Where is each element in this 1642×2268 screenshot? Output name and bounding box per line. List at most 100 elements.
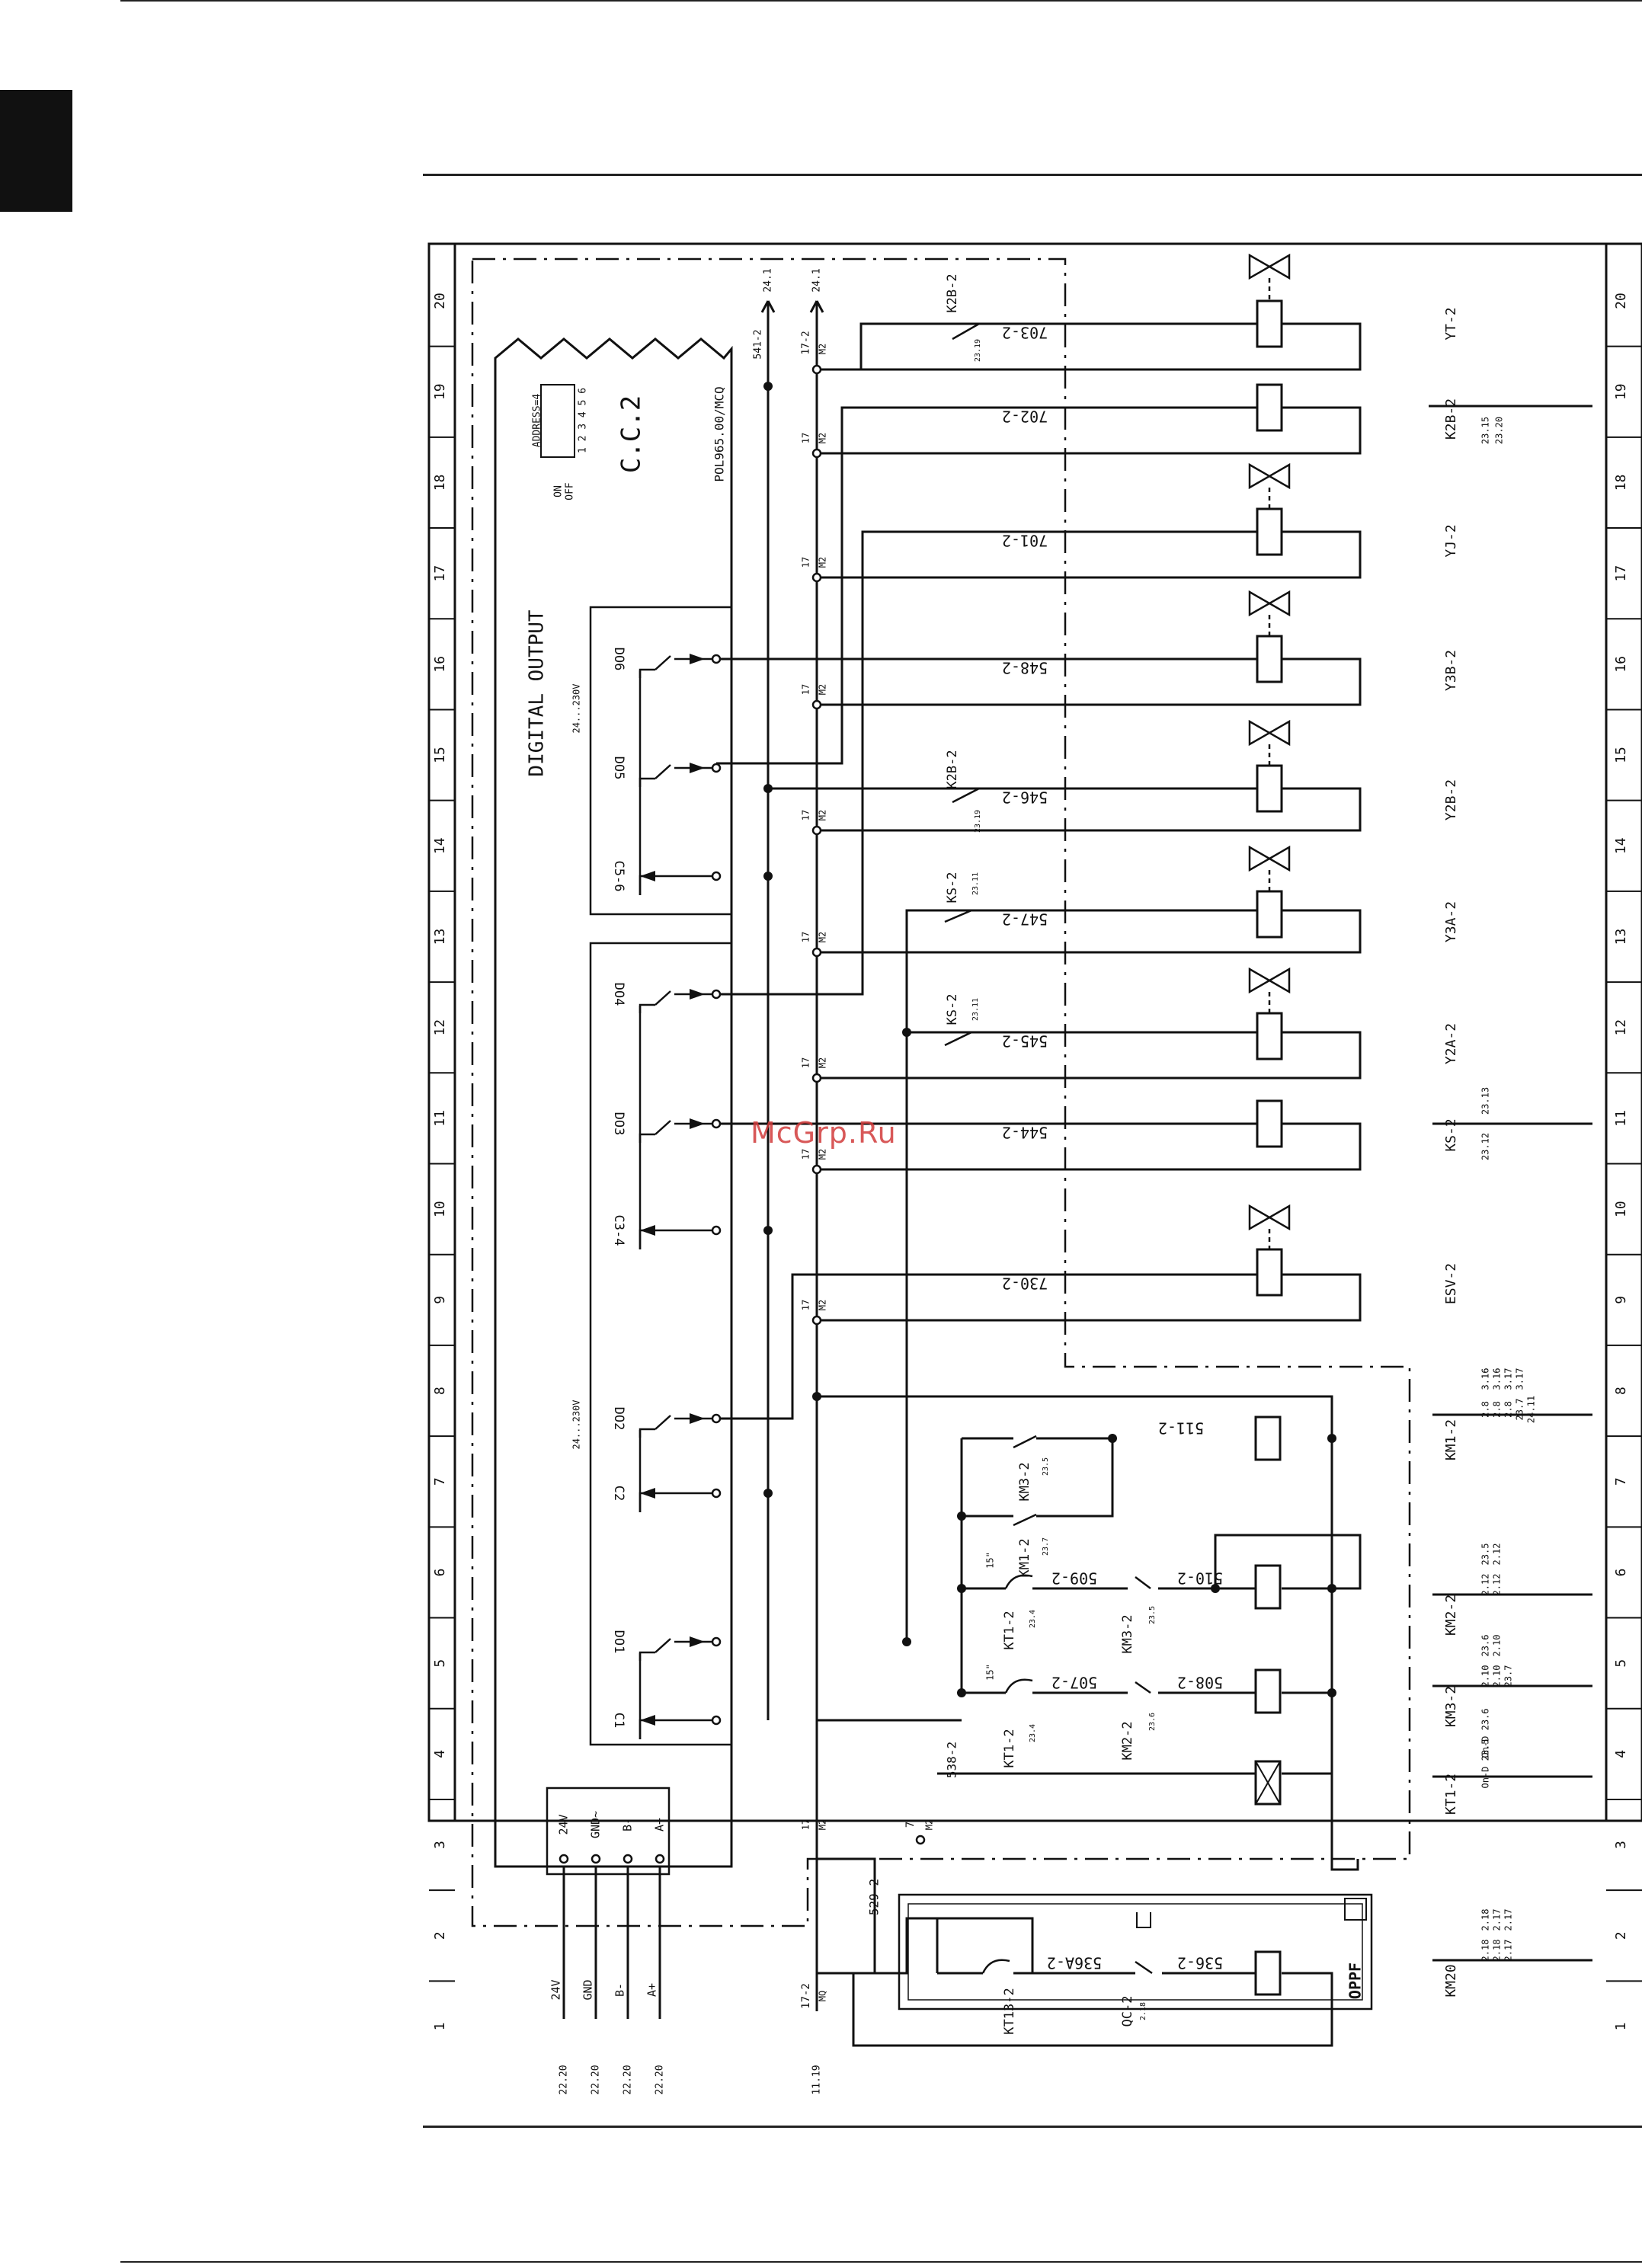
xref-value: 3.16 <box>1480 1368 1491 1390</box>
wire-label: 17-2 <box>800 1983 812 2009</box>
column-number-right: 10 <box>1613 1201 1629 1217</box>
controller-title: C.C.2 <box>616 395 647 473</box>
coil-name: YJ-2 <box>1443 524 1459 557</box>
terminal <box>711 763 722 773</box>
column-number-left: 11 <box>432 1110 448 1127</box>
column-number-left: 6 <box>432 1569 448 1577</box>
column-number-left: 9 <box>432 1296 448 1304</box>
wire-label: 508-2 <box>1177 1674 1223 1692</box>
column-number-right: 9 <box>1613 1296 1629 1304</box>
arrow-icon <box>690 1118 705 1129</box>
node-m2: M2 <box>818 932 828 942</box>
terminal <box>711 1413 722 1424</box>
wire-label: 702-2 <box>1002 408 1048 426</box>
column-number-right: 8 <box>1613 1387 1629 1395</box>
voltage-label: 24...230V <box>571 683 582 733</box>
terminal <box>655 1854 665 1864</box>
coil-ref: 23.15 <box>1480 417 1491 444</box>
wire-label: 511-2 <box>1158 1419 1204 1438</box>
contact-ref: 23.11 <box>971 998 980 1021</box>
frame-outer <box>427 242 1642 1822</box>
xref-value: 2.17 <box>1503 1909 1514 1931</box>
xref-name: KT1-2 <box>1443 1774 1459 1815</box>
coil-name: K2B-2 <box>1443 398 1459 440</box>
column-number-right: 4 <box>1613 1750 1629 1758</box>
terminal <box>559 1854 569 1864</box>
node-17: 17 <box>801 932 811 942</box>
wire-label: 541-2 <box>753 329 764 359</box>
node-m2: M2 <box>818 684 828 695</box>
column-number-right: 18 <box>1613 475 1629 491</box>
input-label: A+ <box>645 1983 659 1997</box>
xref-name: KM1-2 <box>1443 1419 1459 1460</box>
column-number-right: 20 <box>1613 293 1629 309</box>
column-number-left: 15 <box>432 747 448 763</box>
contact-ref: 23.11 <box>971 872 980 895</box>
wire-label: MQ <box>818 1991 828 2001</box>
node-17: 17 <box>801 1057 811 1068</box>
top-ref: 24.1 <box>811 268 823 292</box>
xref-value: 2.17 <box>1492 1909 1503 1931</box>
column-number-left: 16 <box>432 656 448 673</box>
arrow-icon <box>690 763 705 773</box>
contact-ref: 2.18 <box>1139 2002 1147 2020</box>
xref-value: 2.18 <box>1492 1940 1503 1962</box>
bottom-rule <box>120 2261 1642 2263</box>
top-ref: 24.1 <box>763 268 774 292</box>
column-number-left: 13 <box>432 929 448 945</box>
contact-ref: 23.19 <box>974 810 982 833</box>
junction <box>1327 1688 1336 1697</box>
bus-terminal-label: GND~ <box>589 1811 603 1838</box>
junction <box>1108 1434 1117 1443</box>
terminal <box>711 1636 722 1647</box>
do-terminal-label: C1 <box>611 1713 626 1728</box>
junction <box>763 784 773 793</box>
wire-label: 701-2 <box>1002 532 1048 550</box>
wire-label: M2 <box>818 344 828 354</box>
dip-address-label: ADDRESS=4 <box>532 394 543 448</box>
contact-ref: 23.7 <box>1042 1537 1050 1556</box>
contact-label: KM3-2 <box>1120 1614 1135 1653</box>
watermark: McGrp.Ru <box>751 1116 897 1150</box>
wire-label: 703-2 <box>1002 324 1048 342</box>
terminal <box>711 871 722 881</box>
xref-value: 2.8 <box>1480 1401 1491 1418</box>
enclosure-border <box>471 258 1411 1927</box>
terminal <box>711 989 722 1000</box>
column-number-left: 8 <box>432 1387 448 1395</box>
xref-value: 2.10 <box>1492 1665 1503 1687</box>
terminal <box>711 1715 722 1726</box>
column-number-left: 4 <box>432 1750 448 1758</box>
do-terminal-label: C2 <box>611 1486 626 1501</box>
xref-value: 24.11 <box>1526 1396 1537 1423</box>
coil-name: Y2B-2 <box>1443 779 1459 821</box>
contact-label: KM3-2 <box>1017 1462 1032 1501</box>
dip-off-label: OFF <box>565 482 576 501</box>
do-terminal-label: DO1 <box>611 1630 626 1654</box>
xref-value: 2.10 <box>1480 1665 1491 1687</box>
junction <box>1327 1434 1336 1443</box>
contact-ref: 23.6 <box>1148 1713 1157 1731</box>
coil-name: KS-2 <box>1443 1118 1459 1151</box>
controller-model: POL965.00/MCQ <box>712 386 727 481</box>
xref-value: 23.6 <box>1480 1635 1491 1657</box>
node-m2: M2 <box>818 1819 828 1830</box>
terminal <box>591 1854 601 1864</box>
contact-label: KS-2 <box>945 994 960 1025</box>
bus-terminal-label: A+ <box>653 1818 667 1831</box>
do-terminal-label: DO2 <box>611 1407 626 1431</box>
column-number-right: 3 <box>1613 1841 1629 1849</box>
column-number-right: 6 <box>1613 1569 1629 1577</box>
input-ref: 22.20 <box>591 2065 602 2094</box>
do-block-lower <box>589 942 733 1746</box>
do-terminal-label: DO3 <box>611 1112 626 1136</box>
node-17: 17 <box>801 1300 811 1310</box>
bus-terminal-label: 24V <box>557 1814 571 1835</box>
junction <box>1327 1584 1336 1593</box>
coil-name: Y2A-2 <box>1443 1023 1459 1064</box>
xref-value: 23.5 <box>1480 1543 1491 1566</box>
arrow-icon <box>640 871 655 881</box>
voltage-label-lower: 24...230V <box>571 1400 582 1449</box>
xref-value: 2.18 <box>1480 1940 1491 1962</box>
junction <box>763 872 773 881</box>
